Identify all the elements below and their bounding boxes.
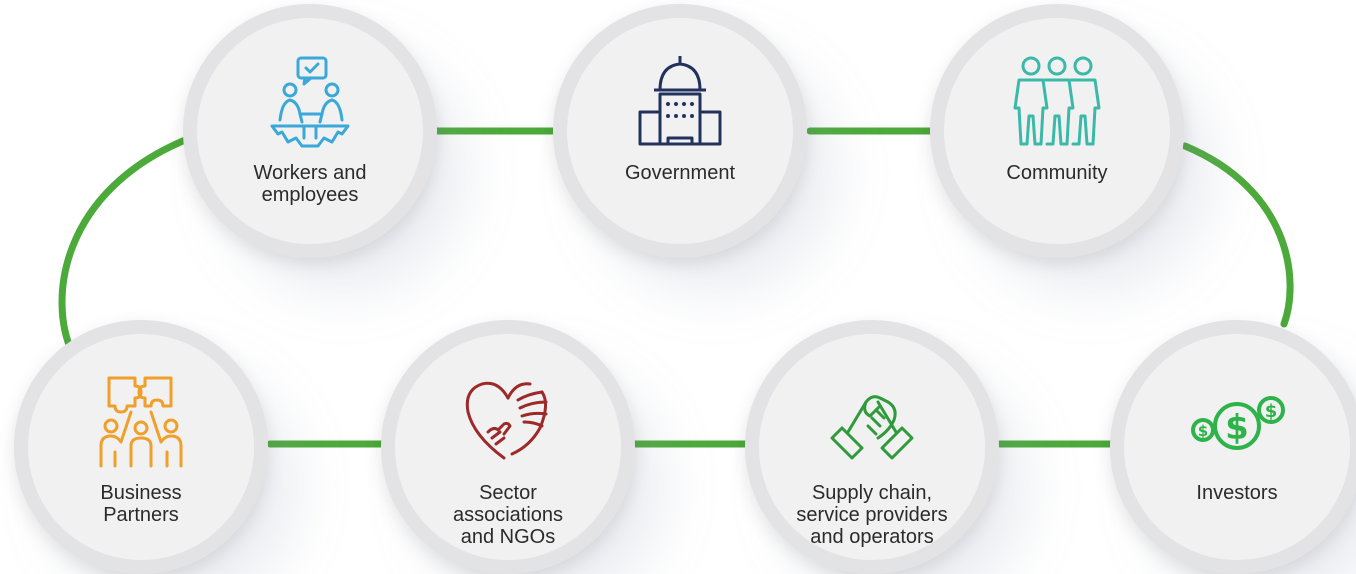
capitol-building-icon bbox=[630, 52, 730, 152]
svg-text:$: $ bbox=[1265, 401, 1278, 422]
connector-right-arc bbox=[1181, 142, 1294, 328]
node-investors: $ $ $ Investors bbox=[1110, 320, 1356, 574]
puzzle-partners-icon bbox=[91, 372, 191, 472]
node-sector-associations: Sector associations and NGOs bbox=[381, 320, 635, 574]
node-supply-chain: Supply chain, service providers and oper… bbox=[745, 320, 999, 574]
connector-left-arc bbox=[58, 134, 194, 356]
svg-text:$: $ bbox=[1198, 422, 1208, 440]
dollar-coins-icon: $ $ $ bbox=[1187, 372, 1287, 472]
node-workers-and-employees: Workers and employees bbox=[183, 4, 437, 258]
community-people-icon bbox=[1007, 52, 1107, 152]
handshake-icon bbox=[822, 372, 922, 472]
node-label: Business Partners bbox=[100, 482, 182, 526]
node-label: Sector associations and NGOs bbox=[452, 482, 564, 548]
node-label: Workers and employees bbox=[253, 162, 367, 206]
node-label: Government bbox=[624, 162, 736, 184]
node-label: Community bbox=[1006, 162, 1108, 184]
workers-meeting-icon bbox=[260, 52, 360, 152]
svg-text:$: $ bbox=[1225, 408, 1249, 448]
node-label: Investors bbox=[1196, 482, 1278, 504]
node-government: Government bbox=[553, 4, 807, 258]
node-community: Community bbox=[930, 4, 1184, 258]
node-business-partners: Business Partners bbox=[14, 320, 268, 574]
heart-hands-icon bbox=[458, 372, 558, 472]
node-label: Supply chain, service providers and oper… bbox=[796, 482, 948, 548]
